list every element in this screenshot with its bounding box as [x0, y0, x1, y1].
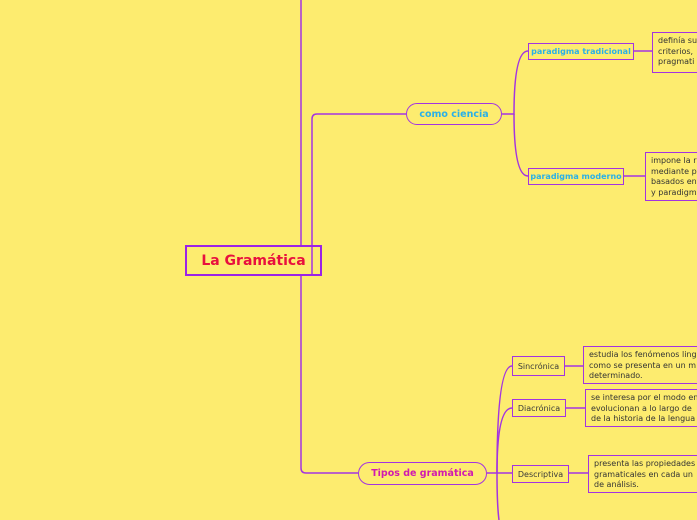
topic-paradigma-moderno[interactable]: paradigma moderno [528, 168, 624, 185]
central-topic-label: La Gramática [201, 252, 306, 269]
connector-tipos-diac [496, 407, 513, 474]
connector-central-ciencia [311, 113, 406, 276]
topic-label: paradigma moderno [530, 172, 622, 181]
topic-diacronica[interactable]: Diacrónica [512, 399, 566, 417]
topic-paradigma-tradicional[interactable]: paradigma tradicional [528, 43, 634, 60]
branch-como-ciencia[interactable]: como ciencia [406, 103, 502, 125]
topic-descriptiva[interactable]: Descriptiva [512, 465, 569, 483]
desc-line: como se presenta en un m [589, 360, 697, 370]
desc-paradigma-tradicional[interactable]: definía su criterios, pragmati [652, 32, 697, 73]
connector-central-tipos [300, 276, 358, 474]
desc-line: basados en [651, 177, 697, 186]
desc-line: de análisis. [594, 480, 639, 489]
topic-label: paradigma tradicional [531, 47, 631, 56]
branch-label: como ciencia [419, 108, 489, 120]
desc-line: se interesa por el modo en [591, 393, 697, 402]
desc-line: pragmati [658, 57, 695, 66]
desc-line: gramaticales en cada un [594, 469, 693, 479]
desc-line: de la historia de la lengua [591, 414, 696, 423]
topic-sincronica[interactable]: Sincrónica [512, 356, 565, 376]
branch-tipos-de-gramatica[interactable]: Tipos de gramática [358, 462, 487, 485]
central-topic[interactable]: La Gramática [185, 245, 322, 276]
topic-label: Descriptiva [517, 469, 564, 479]
desc-line: mediante p [651, 166, 697, 176]
desc-line: definía su [658, 36, 697, 45]
connector-ciencia-trad [502, 50, 529, 115]
desc-descriptiva[interactable]: presenta las propiedades gramaticales en… [588, 455, 697, 493]
connector-tipos-sinc [487, 365, 513, 474]
topic-label: Diacrónica [517, 403, 561, 413]
desc-line: presenta las propiedades [594, 459, 696, 468]
desc-diacronica[interactable]: se interesa por el modo en evolucionan a… [585, 389, 697, 427]
desc-sincronica[interactable]: estudia los fenómenos ling como se prese… [583, 346, 697, 384]
desc-line: determinado. [589, 371, 643, 380]
topic-label: Sincrónica [517, 361, 560, 371]
connector-tipos-more [496, 472, 500, 520]
desc-line: estudia los fenómenos ling [589, 350, 697, 359]
desc-paradigma-moderno[interactable]: impone la r mediante p basados en y para… [645, 152, 697, 201]
desc-line: criterios, [658, 46, 694, 56]
desc-line: y paradigm [651, 187, 697, 197]
branch-label: Tipos de gramática [371, 468, 474, 479]
desc-line: impone la r [651, 156, 697, 165]
desc-line: evolucionan a lo largo de [591, 403, 692, 413]
connector-ciencia-mod [513, 113, 529, 177]
